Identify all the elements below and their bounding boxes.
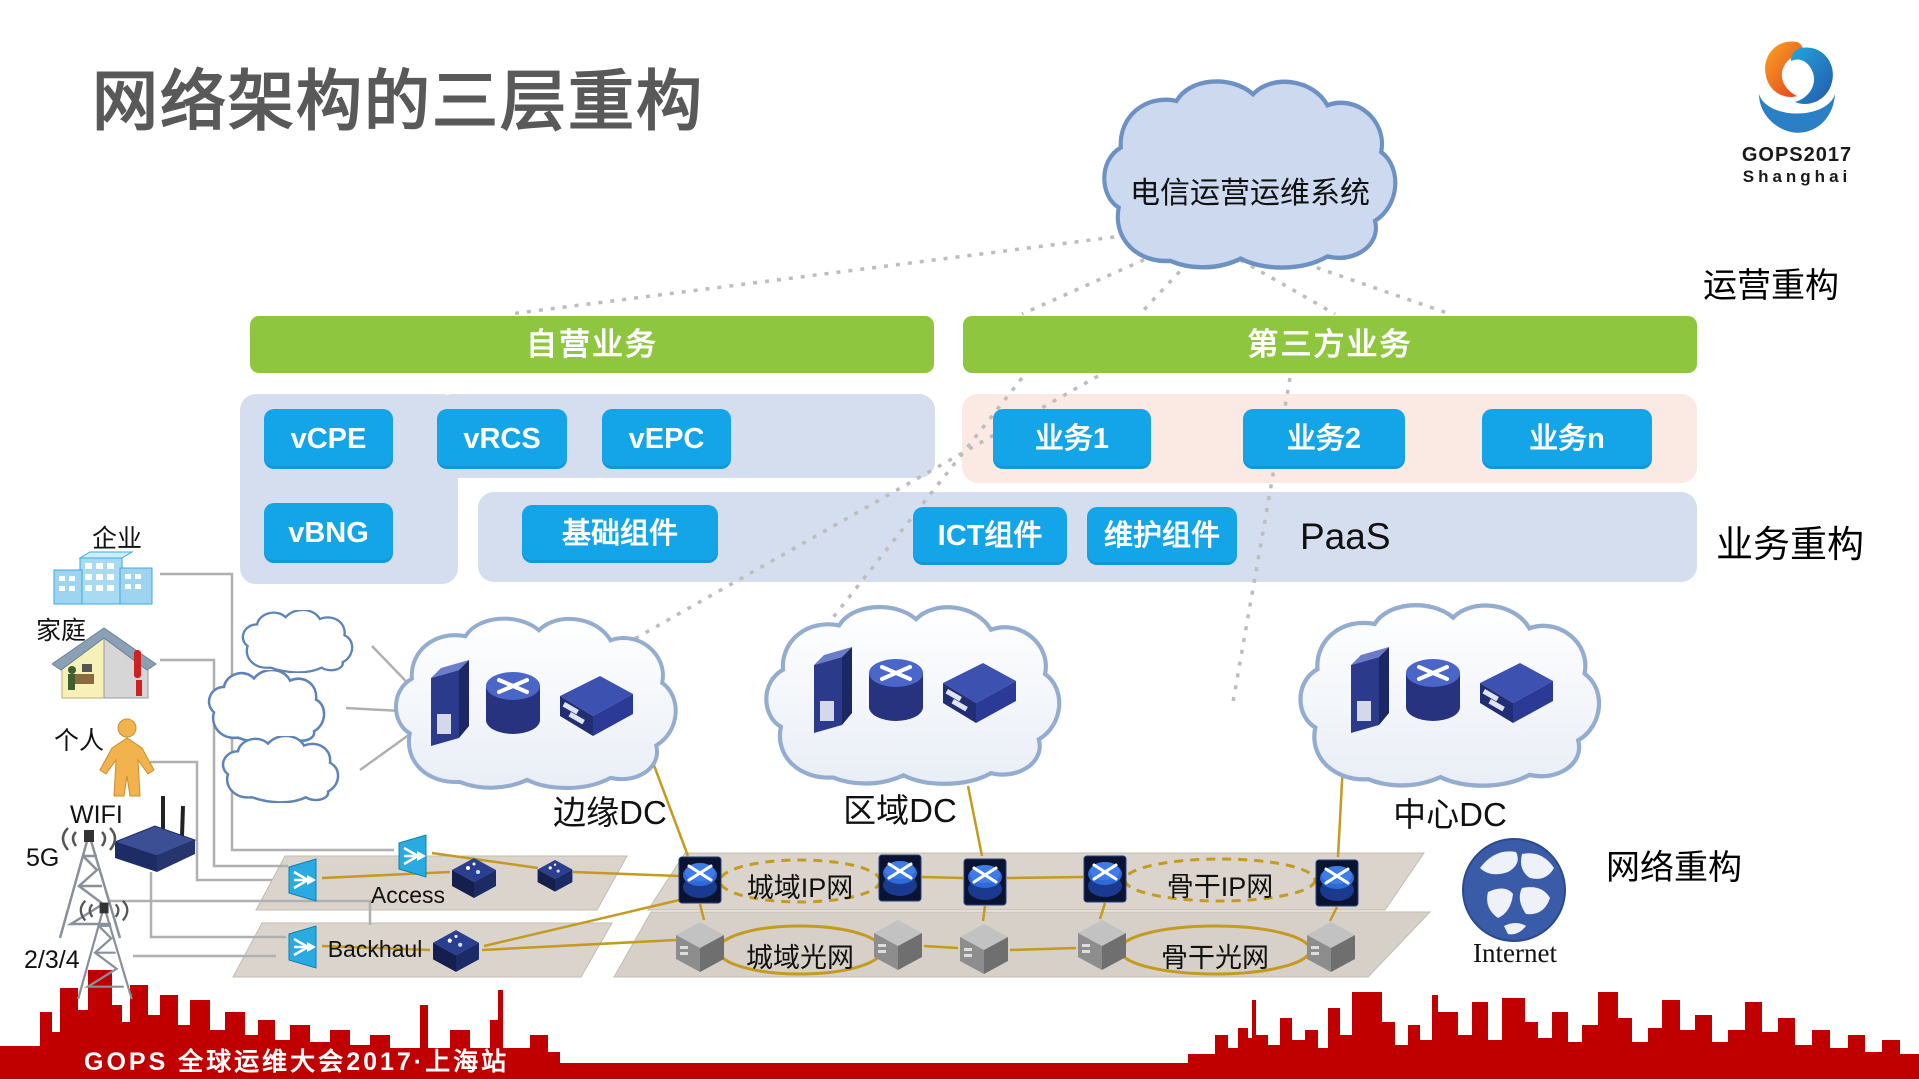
internet-label: Internet (1473, 938, 1557, 968)
vcpe-button: vCPE (264, 409, 393, 469)
optical-node-icon (874, 920, 922, 970)
page-title: 网络架构的三层重构 (92, 64, 704, 138)
gops-logo-city: Shanghai (1742, 167, 1852, 186)
5g-tower-icon (58, 827, 122, 939)
ip-router-icon (1315, 859, 1359, 907)
backbone-optical-label: 骨干光网 (1161, 943, 1269, 973)
dslam-icon (288, 925, 317, 969)
footer-banner-text: GOPS 全球运维大会2017·上海站 (84, 1048, 510, 1076)
region-dc-label: 区域DC (843, 792, 957, 829)
service-n-button: 业务n (1482, 409, 1652, 469)
edge-dc-label: 边缘DC (553, 794, 667, 831)
service-1-button: 业务1 (993, 409, 1151, 469)
ip-router-icon (1083, 855, 1127, 903)
layer-label-business: 业务重构 (1716, 524, 1864, 565)
small-cloud-icon (221, 736, 340, 803)
enterprise-label: 企业 (92, 525, 143, 553)
small-cloud-icon (207, 670, 326, 744)
home-house-icon (52, 627, 157, 699)
base-component-button: 基础组件 (522, 505, 718, 563)
region-dc-devices-icon (814, 647, 1016, 733)
ip-router-icon (963, 858, 1007, 906)
vrcs-button: vRCS (437, 409, 567, 469)
optical-node-icon (960, 924, 1008, 974)
enterprise-buildings-icon (53, 551, 153, 605)
layer-label-operation: 运营重构 (1703, 267, 1839, 305)
ip-router-icon (678, 856, 722, 904)
wifi-router-icon (113, 796, 197, 872)
backhaul-platform-label: Backhaul (327, 936, 423, 962)
access-platform-label: Access (370, 882, 446, 908)
ip-router-icon (878, 854, 922, 902)
oss-cloud-label: 电信运营运维系统 (1130, 177, 1370, 210)
dslam-icon (288, 858, 317, 902)
service-2-button: 业务2 (1243, 409, 1405, 469)
vbng-button: vBNG (264, 503, 393, 563)
vepc-button: vEPC (602, 409, 731, 469)
optical-node-icon (676, 922, 724, 972)
gops-logo-icon (1759, 41, 1835, 133)
layer-label-network: 网络重构 (1606, 849, 1742, 887)
third-party-business-bar: 第三方业务 (963, 316, 1697, 373)
maintain-component-button: 维护组件 (1087, 507, 1237, 565)
access-switch-icon (452, 858, 496, 898)
optical-node-icon (1307, 922, 1355, 972)
small-cloud-icon (241, 610, 354, 673)
personal-person-icon (99, 718, 155, 797)
skyline-silhouette (0, 970, 1919, 1079)
metro-ip-label: 城域IP网 (746, 873, 854, 903)
ip-network-platform (647, 852, 1425, 911)
home-label: 家庭 (36, 617, 87, 645)
optical-node-icon (1078, 920, 1126, 970)
metro-optical-label: 城域光网 (746, 943, 854, 973)
wifi-label: WIFI (70, 801, 123, 829)
dslam-icon (398, 834, 427, 878)
edge-dc-devices-icon (431, 660, 633, 746)
paas-label: PaaS (1300, 516, 1391, 557)
self-business-bar: 自营业务 (250, 316, 934, 373)
central-dc-label: 中心DC (1393, 796, 1507, 833)
central-dc-devices-icon (1351, 647, 1553, 733)
gops-logo: GOPS2017 Shanghai (1722, 30, 1872, 187)
234g-label: 2/3/4 (24, 946, 80, 974)
optical-network-platform (613, 911, 1432, 978)
ict-component-button: ICT组件 (913, 507, 1067, 565)
234g-tower-icon (77, 899, 133, 1000)
internet-globe-icon (1462, 838, 1566, 942)
backbone-ip-label: 骨干IP网 (1166, 872, 1274, 902)
5g-label: 5G (26, 844, 60, 872)
oss-cloud-shape (1102, 79, 1398, 270)
personal-label: 个人 (54, 727, 105, 755)
gops-logo-text: GOPS2017 (1741, 144, 1853, 166)
access-platform (255, 855, 628, 911)
access-switch-icon (537, 859, 573, 892)
backhaul-switch-icon (433, 930, 479, 972)
